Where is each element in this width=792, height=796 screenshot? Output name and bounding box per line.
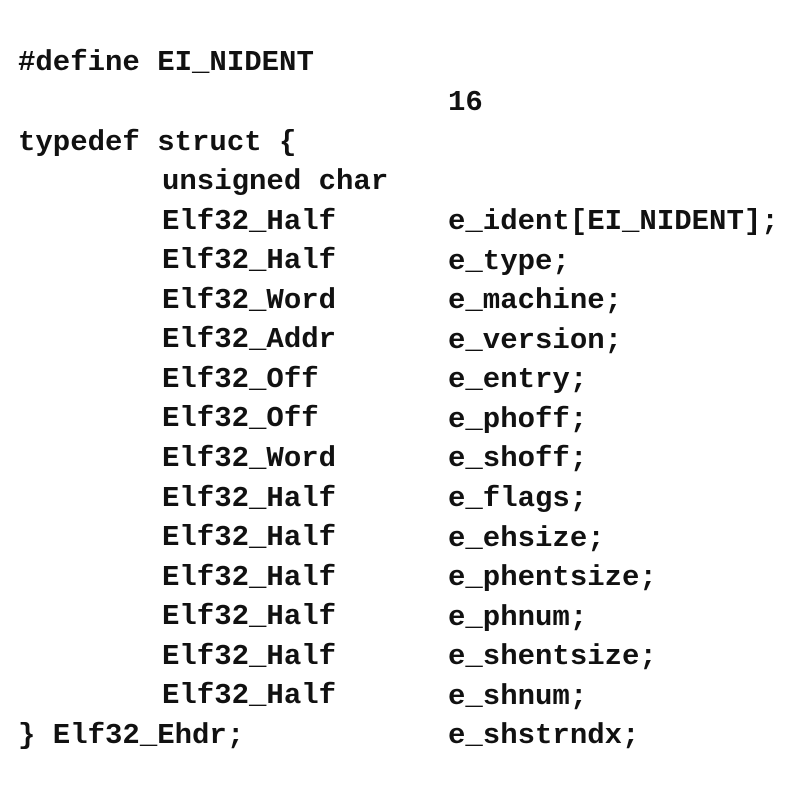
- field-name: e_phentsize;: [448, 561, 657, 594]
- field-row: Elf32_Half e_shnum;: [0, 597, 587, 713]
- field-row: Elf32_Half e_type;: [0, 162, 570, 278]
- field-row: Elf32_Off e_shoff;: [0, 359, 587, 475]
- field-type: Elf32_Half: [162, 205, 337, 238]
- field-name: e_ident[EI_NIDENT];: [448, 205, 779, 238]
- define-line: #define EI_NIDENT 16: [0, 3, 483, 119]
- struct-open: typedef struct {: [18, 126, 297, 159]
- field-type: Elf32_Off: [162, 363, 319, 396]
- field-name: e_machine;: [448, 284, 623, 317]
- field-name: e_shnum;: [448, 680, 588, 713]
- define-directive: #define EI_NIDENT: [18, 46, 314, 79]
- field-type: Elf32_Half: [162, 640, 337, 673]
- field-name: e_type;: [448, 245, 570, 278]
- field-row: Elf32_Half e_phnum;: [0, 518, 587, 634]
- field-name: e_phoff;: [448, 403, 588, 436]
- define-value: 16: [448, 86, 483, 119]
- field-type: Elf32_Half: [162, 521, 337, 554]
- field-type: Elf32_Half: [162, 561, 337, 594]
- struct-close-line: } Elf32_Ehdr;: [0, 676, 244, 752]
- struct-close: } Elf32_Ehdr;: [18, 719, 245, 752]
- field-type: Elf32_Half: [162, 600, 337, 633]
- field-type: Elf32_Half: [162, 244, 337, 277]
- field-row: Elf32_Half e_phentsize;: [0, 478, 657, 594]
- struct-open-line: typedef struct {: [0, 83, 296, 159]
- field-row: Elf32_Half e_shstrndx;: [0, 636, 639, 752]
- field-row: Elf32_Addr e_entry;: [0, 280, 587, 396]
- field-row: Elf32_Word e_version;: [0, 241, 622, 357]
- field-name: e_entry;: [448, 363, 588, 396]
- field-type: Elf32_Half: [162, 482, 337, 515]
- field-row: Elf32_Half e_machine;: [0, 201, 622, 317]
- field-name: e_shstrndx;: [448, 719, 640, 752]
- field-type: unsigned char: [162, 165, 389, 198]
- field-name: e_ehsize;: [448, 522, 605, 555]
- field-name: e_phnum;: [448, 601, 588, 634]
- field-type: Elf32_Word: [162, 284, 337, 317]
- field-row: Elf32_Off e_phoff;: [0, 320, 587, 436]
- field-row: Elf32_Half e_shentsize;: [0, 557, 657, 673]
- field-row: Elf32_Half e_ehsize;: [0, 439, 605, 555]
- field-name: e_flags;: [448, 482, 588, 515]
- code-listing: #define EI_NIDENT 16 typedef struct { un…: [0, 3, 779, 752]
- field-type: Elf32_Off: [162, 402, 319, 435]
- field-type: Elf32_Word: [162, 442, 337, 475]
- field-name: e_shentsize;: [448, 640, 657, 673]
- field-name: e_version;: [448, 324, 623, 357]
- field-type: Elf32_Addr: [162, 323, 337, 356]
- field-name: e_shoff;: [448, 442, 588, 475]
- field-row: Elf32_Word e_flags;: [0, 399, 587, 515]
- field-row: unsigned char e_ident[EI_NIDENT];: [0, 122, 779, 238]
- field-type: Elf32_Half: [162, 679, 337, 712]
